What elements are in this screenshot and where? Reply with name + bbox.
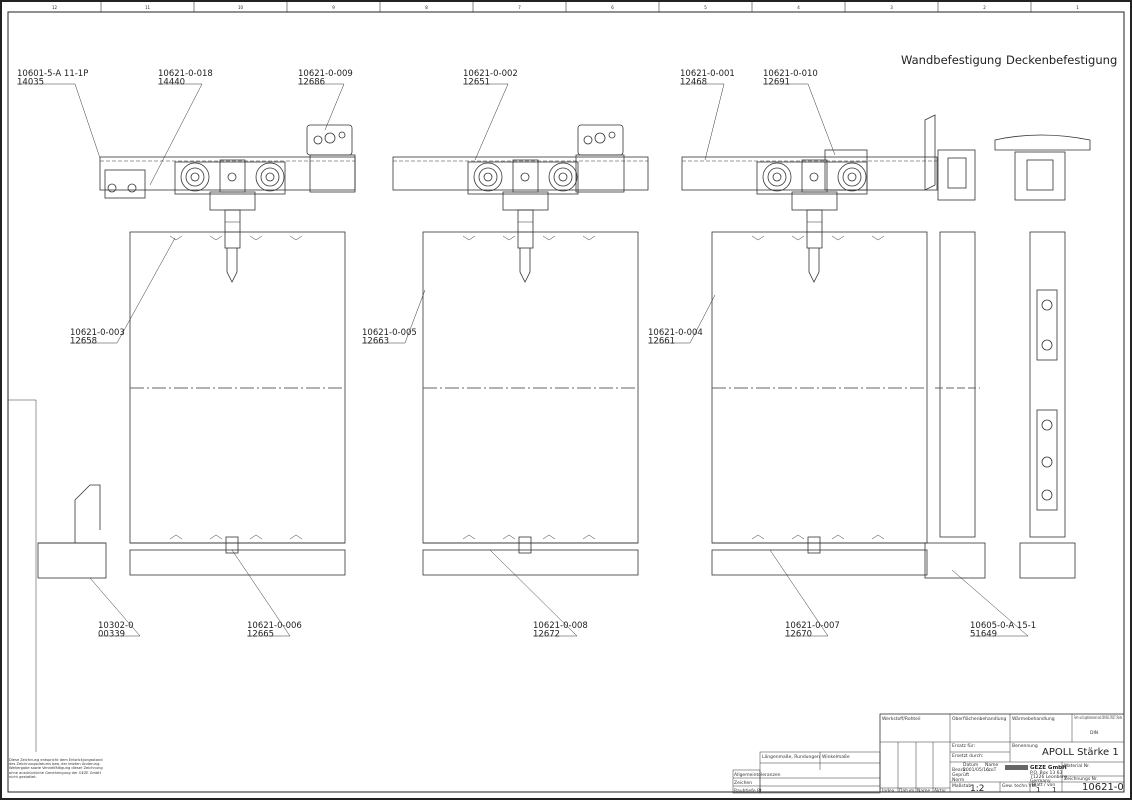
callout-part-number: 10621-0-002	[463, 69, 518, 79]
sheet-count: 1	[1052, 786, 1056, 794]
scale-label: Maßstab	[952, 783, 971, 789]
door-assembly-1	[99, 156, 356, 576]
column-number: 11	[145, 5, 151, 10]
column-number: 4	[797, 5, 800, 10]
column-number: 3	[890, 5, 893, 10]
company-address: Germany	[1030, 778, 1051, 784]
tolerance-table: Längenmaße, Rundungen Winkelmaße Allgeme…	[732, 751, 881, 794]
revision-header: Aktnr.	[934, 788, 947, 794]
column-number: 12	[52, 5, 58, 10]
callout-article-code: 00339	[98, 630, 125, 640]
callout-part-number: 10621-0-003	[70, 328, 125, 338]
callout-part-number: 10621-0-004	[648, 328, 703, 338]
replaced-by-label: Ersetzt durch:	[952, 753, 983, 759]
column-number: 1	[1076, 5, 1079, 10]
tolerance-title-left: Längenmaße, Rundungen	[762, 754, 820, 760]
drawing-number: 10621-0	[1082, 782, 1124, 793]
revision-header: Name	[917, 788, 931, 794]
wall-bracket-detail	[306, 124, 868, 193]
scale: 1:2	[970, 784, 984, 794]
callout-part-number: 10601-5-A 11-1P	[17, 69, 88, 79]
title-block: Werkstoff/Rohteil Oberflächenbehandlung …	[879, 713, 1125, 794]
inner-frame	[7, 11, 1125, 793]
callout-part-number: 10621-0-007	[785, 621, 840, 631]
norm-label: Norm	[952, 777, 964, 783]
callout-article-code: 12658	[70, 337, 97, 347]
company-name: GEZE GmbH	[1030, 765, 1067, 771]
callout-article-code: 12661	[648, 337, 675, 347]
tolerance-value: DIN	[1090, 730, 1098, 736]
view-title-ceiling-mount: Deckenbefestigung	[1006, 53, 1117, 67]
callout-part-number: 10605-0-A 15-1	[970, 621, 1036, 631]
callout-part-number: 10302-0	[98, 621, 134, 631]
door-assembly-3	[681, 156, 938, 576]
callout-part-number: 10621-0-018	[158, 69, 213, 79]
callout-part-number: 10621-0-010	[763, 69, 818, 79]
callout-part-number: 10621-0-001	[680, 69, 735, 79]
callout-article-code: 14440	[158, 78, 185, 88]
leader-lines	[17, 83, 1029, 637]
callout-article-code: 12665	[247, 630, 274, 640]
callout-part-number: 10621-0-009	[298, 69, 353, 79]
revision-header: Index	[882, 788, 895, 794]
callout-article-code: 12686	[298, 78, 325, 88]
callout-article-code: 12672	[533, 630, 560, 640]
sheet-label: Blatt / von	[1032, 782, 1055, 788]
stopper-detail	[104, 169, 146, 199]
date-label: Datum	[963, 762, 978, 768]
callout-article-code: 14035	[17, 78, 44, 88]
callout-article-code: 12468	[680, 78, 707, 88]
heat-treatment-label: Wärmebehandlung	[1012, 716, 1055, 722]
replaces-label: Ersatz für:	[952, 743, 975, 749]
callout-article-code: 12651	[463, 78, 490, 88]
callout-part-number: 10621-0-006	[247, 621, 302, 631]
side-view-ceiling	[994, 134, 1091, 579]
revision-header: Datum	[899, 788, 914, 794]
designation: APOLL Stärke 1	[1042, 747, 1119, 758]
company-address: 71226 Leonberg	[1030, 774, 1067, 780]
sheet-number: 1	[1036, 786, 1040, 794]
column-number: 5	[704, 5, 707, 10]
column-number: 6	[611, 5, 614, 10]
column-number: 7	[518, 5, 521, 10]
designation-label: Benennung	[1012, 743, 1038, 749]
tolerance-row: Zeichen	[734, 780, 752, 786]
tolerance-title-right: Winkelmaße	[822, 754, 850, 760]
tolerance-row: Allgemeintoleranzen	[734, 772, 781, 778]
checked-label: Geprüft	[952, 772, 969, 778]
tolerance-row: Rauhtiefe Rt	[734, 788, 762, 794]
drawn-date: 2001/05/16	[963, 767, 989, 773]
callout-part-number: 10621-0-005	[362, 328, 417, 338]
drawing-no-label: Zeichnungs Nr.	[1064, 776, 1098, 782]
column-grid: 12 11 10 9 8 7 6 5 4 3 2 1	[52, 2, 1079, 12]
column-number: 9	[332, 5, 335, 10]
material-label: Werkstoff/Rohteil	[882, 716, 920, 722]
door-assembly-2	[392, 156, 649, 576]
surface-label: Oberflächenbehandlung	[952, 716, 1006, 722]
material-no-label: Material Nr.	[1064, 763, 1090, 769]
callout-article-code: 51649	[970, 630, 997, 640]
drawn-name: czoT	[986, 767, 997, 773]
callout-article-code: 12670	[785, 630, 812, 640]
weight-label: Gew. techn.Vkt.	[1002, 783, 1037, 789]
company-logo	[1005, 765, 1028, 770]
column-number: 2	[983, 5, 986, 10]
copyright-note: Diese Zeichnung entspricht dem Entwicklu…	[9, 758, 103, 779]
tolerance-note: Form- und Lagetoleranzen nach DIN ISO 27…	[1074, 715, 1122, 721]
callout-article-code: 12663	[362, 337, 389, 347]
drawn-label: Bearb.	[952, 767, 967, 773]
floor-guide-detail	[37, 484, 107, 579]
callout-article-code: 12691	[763, 78, 790, 88]
callout-part-number: 10621-0-008	[533, 621, 588, 631]
company-address: P.O. Box 13 63	[1030, 770, 1062, 776]
column-number: 10	[238, 5, 244, 10]
side-view-wall	[924, 114, 986, 579]
column-number: 8	[425, 5, 428, 10]
name-label: Name	[985, 762, 999, 768]
view-title-wall-mount: Wandbefestigung	[901, 53, 1002, 67]
